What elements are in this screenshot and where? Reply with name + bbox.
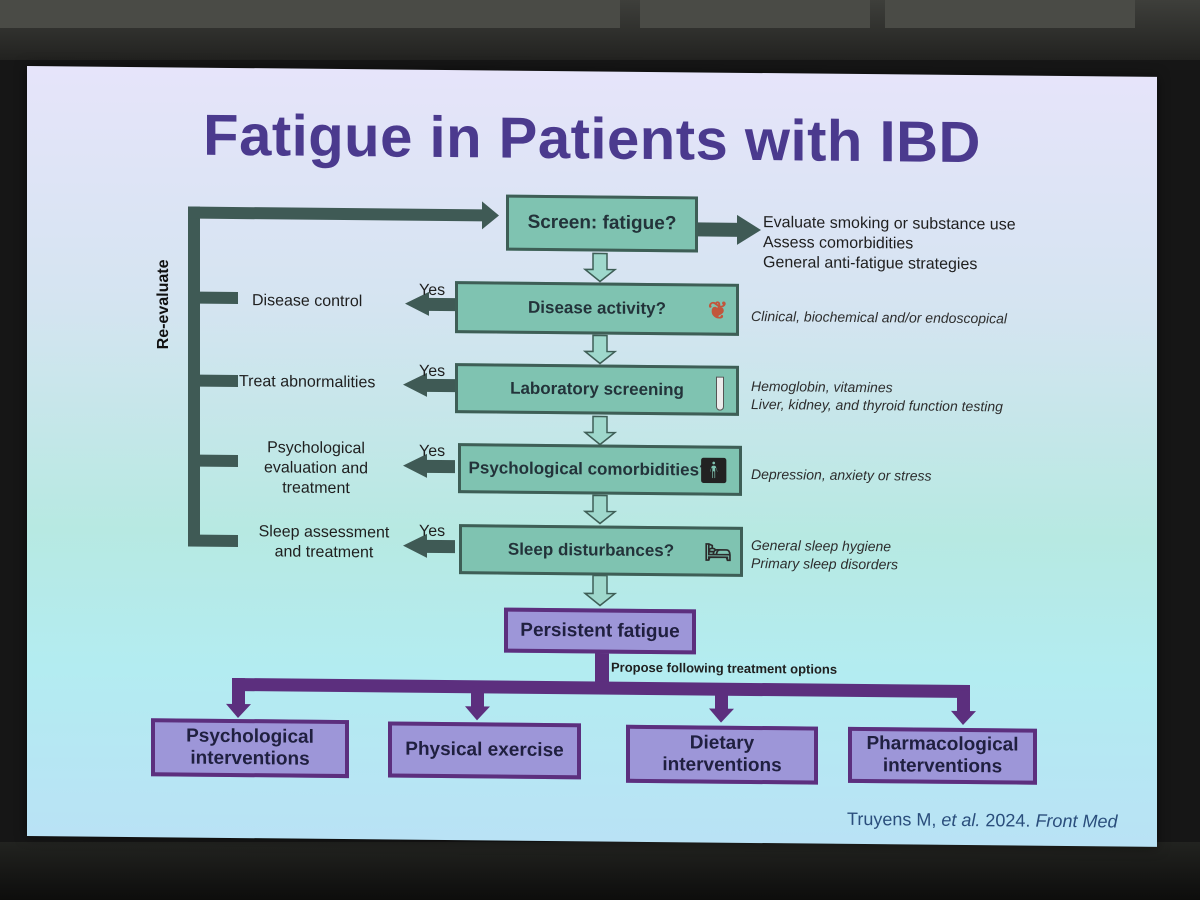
room-floor — [0, 842, 1200, 900]
stressed-person-icon: 🚹︎ — [698, 457, 729, 485]
psychological-note: Depression, anxiety or stress — [751, 465, 932, 484]
sleep-assessment-label: Sleep assessment and treatment — [258, 523, 390, 562]
treatment-psychological-box: Psychological interventions — [151, 718, 349, 779]
treatment-line: interventions — [190, 747, 310, 770]
yes-label: Yes — [419, 281, 446, 300]
citation-year: 2024. — [980, 810, 1036, 831]
treatment-line: interventions — [662, 754, 782, 777]
step-label: Psychological comorbidities? — [468, 458, 710, 480]
propose-treatment-label: Propose following treatment options — [611, 659, 838, 677]
treatment-physical-exercise-box: Physical exercise — [388, 721, 581, 780]
laboratory-note-line: Liver, kidney, and thyroid function test… — [751, 395, 1003, 414]
ceiling-panel — [885, 0, 1135, 28]
presentation-slide: Fatigue in Patients with IBD — [27, 66, 1157, 847]
step-label: Laboratory screening — [510, 378, 684, 400]
screen-note-line: Assess comorbidities — [763, 234, 914, 253]
sleep-disturbances-box: Sleep disturbances? 🛏︎ — [459, 524, 743, 577]
ceiling-panel — [640, 0, 870, 28]
step-label: Disease activity? — [528, 297, 666, 319]
intestine-icon: ❦ — [707, 297, 728, 325]
laboratory-screening-box: Laboratory screening — [455, 363, 739, 416]
psychological-comorbidities-box: Psychological comorbidities? 🚹︎ — [458, 443, 742, 496]
disease-control-label: Disease control — [252, 292, 363, 311]
yes-arrows — [403, 291, 455, 558]
sleep-note: General sleep hygiene Primary sleep diso… — [751, 537, 898, 573]
yes-label: Yes — [419, 442, 446, 461]
screen-right-arrow — [696, 214, 761, 245]
treatment-line: Pharmacological — [866, 733, 1019, 756]
step-label: Sleep disturbances? — [507, 539, 675, 561]
sleep-note-line: Primary sleep disorders — [751, 554, 899, 572]
treatment-line: Psychological — [186, 725, 314, 748]
screen-note-line: General anti-fatigue strategies — [763, 254, 978, 274]
laboratory-note-line: Hemoglobin, vitamines — [751, 377, 893, 396]
screen-note-line: Evaluate smoking or substance use — [763, 214, 1016, 234]
screen-note: Evaluate smoking or substance use Assess… — [763, 213, 1016, 275]
treatment-pharmacological-box: Pharmacological interventions — [848, 726, 1037, 785]
persistent-fatigue-box: Persistent fatigue — [504, 607, 696, 655]
yes-label: Yes — [419, 362, 446, 381]
reevaluate-label: Re-evaluate — [155, 259, 172, 350]
psychological-evaluation-label: Psychological evaluation and treatment — [263, 439, 369, 498]
treatment-line: interventions — [882, 755, 1003, 778]
sleep-note-line: General sleep hygiene — [751, 536, 892, 555]
reevaluate-bracket — [188, 201, 499, 548]
citation-journal: Front Med — [1035, 810, 1118, 832]
citation: Truyens M, et al. 2024. Front Med — [847, 809, 1117, 833]
room-ceiling — [0, 0, 1200, 60]
disease-activity-box: Disease activity? ❦ — [455, 281, 739, 336]
screen-fatigue-box: Screen: fatigue? — [506, 194, 698, 253]
step-down-arrows — [582, 252, 618, 607]
citation-authors: Truyens M, — [847, 808, 942, 830]
yes-label: Yes — [419, 522, 446, 541]
treatment-distribution — [226, 651, 976, 725]
laboratory-note: Hemoglobin, vitamines Liver, kidney, and… — [751, 378, 1003, 415]
treatment-line: Dietary — [689, 732, 755, 755]
citation-etal: et al. — [941, 809, 981, 831]
test-tube-icon — [716, 376, 724, 411]
ceiling-panel — [0, 0, 620, 28]
treatment-line: Physical exercise — [405, 738, 564, 762]
disease-activity-note: Clinical, biochemical and/or endoscopica… — [751, 307, 1008, 327]
bed-icon: 🛏︎ — [704, 539, 732, 565]
flowchart-connectors — [188, 201, 976, 725]
treat-abnormalities-label: Treat abnormalities — [239, 373, 376, 392]
treatment-dietary-box: Dietary interventions — [626, 724, 818, 785]
